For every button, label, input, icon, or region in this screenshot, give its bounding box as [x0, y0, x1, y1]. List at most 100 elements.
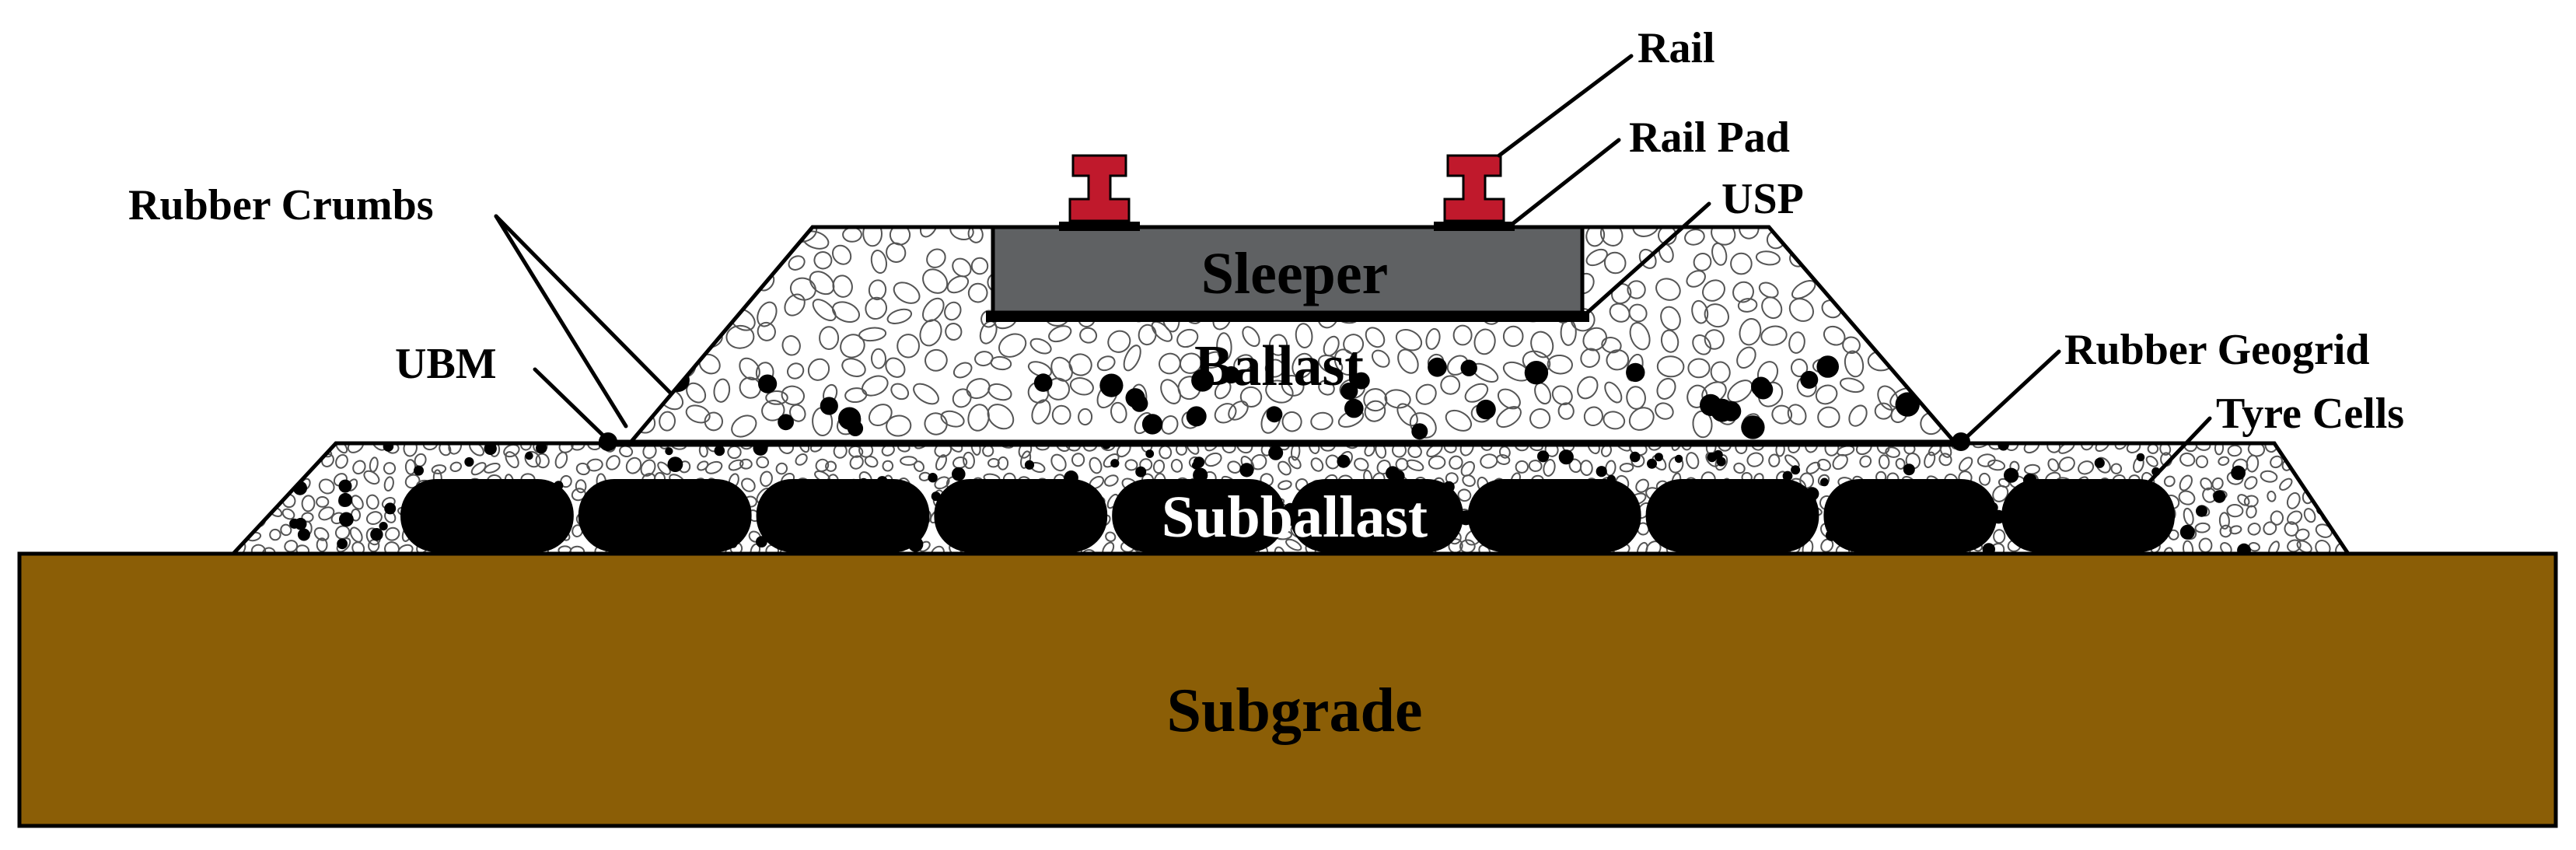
aggregate-particle	[1736, 346, 1756, 369]
aggregate-particle	[1817, 406, 1840, 428]
aggregate-particle	[1648, 443, 1663, 451]
tyre-cell	[578, 479, 752, 552]
aggregate-particle	[1151, 320, 1173, 342]
aggregate-particle	[1440, 375, 1461, 395]
aggregate-particle	[1790, 359, 1809, 377]
aggregate-particle	[1711, 242, 1728, 266]
component-labels: Rail Rail Pad USP Rubber Crumbs UBM Rubb…	[128, 24, 2404, 438]
ubm-label: UBM	[395, 340, 497, 388]
rubber-geogrid-leader	[1961, 349, 2061, 442]
aggregate-particle	[276, 443, 292, 453]
rubber-crumb	[758, 374, 778, 394]
aggregate-particle	[1585, 227, 1606, 247]
aggregate-particle	[1889, 227, 1914, 241]
aggregate-particle	[1103, 474, 1119, 487]
rubber-crumb	[1125, 388, 1145, 408]
aggregate-particle	[685, 404, 711, 424]
ballast-rubber-crumbs	[666, 355, 1931, 440]
aggregate-particle	[1629, 322, 1651, 351]
aggregate-particle	[2023, 443, 2040, 454]
subgrade-label: Subgrade	[1167, 677, 1423, 745]
aggregate-particle	[1805, 227, 1833, 244]
aggregate-particle	[831, 244, 852, 265]
rubber-crumb	[667, 456, 683, 472]
aggregate-particle	[503, 443, 520, 458]
rubber-crumb	[1820, 477, 1829, 487]
subgrade-block	[17, 551, 2558, 828]
tyre-cell	[2001, 479, 2175, 552]
aggregate-particle	[1815, 384, 1838, 405]
aggregate-particle	[347, 443, 365, 453]
aggregate-particle	[2047, 458, 2060, 472]
aggregate-particle	[1609, 303, 1631, 323]
aggregate-particle	[967, 282, 988, 303]
aggregate-particle	[2183, 540, 2194, 554]
aggregate-particle	[2219, 524, 2232, 538]
aggregate-particle	[283, 457, 296, 469]
aggregate-particle	[1557, 402, 1575, 420]
aggregate-particle	[1528, 460, 1543, 472]
aggregate-particle	[422, 443, 439, 451]
aggregate-particle	[318, 506, 335, 521]
rubber-crumb	[2213, 490, 2226, 503]
aggregate-particle	[575, 462, 591, 476]
aggregate-particle	[2114, 443, 2128, 450]
aggregate-particle	[1842, 336, 1861, 355]
rubber-crumb	[268, 456, 280, 468]
rubber-crumb	[1674, 454, 1683, 463]
aggregate-particle	[1892, 277, 1910, 296]
aggregate-particle	[886, 242, 907, 263]
aggregate-particle	[1603, 251, 1627, 275]
aggregate-particle	[970, 257, 989, 275]
aggregate-particle	[765, 227, 788, 241]
rubber-crumb	[1596, 466, 1607, 477]
aggregate-particle	[1497, 388, 1521, 410]
aggregate-particle	[653, 284, 671, 303]
aggregate-particle	[2286, 491, 2301, 509]
subballast-layer: Subballast	[229, 441, 2352, 556]
aggregate-particle	[1977, 453, 1996, 467]
rubber-crumb	[337, 538, 348, 550]
aggregate-particle	[586, 458, 603, 472]
aggregate-particle	[841, 358, 866, 377]
aggregate-particle	[2178, 490, 2196, 505]
rubber-geogrid-label: Rubber Geogrid	[2064, 326, 2370, 374]
aggregate-particle	[2246, 454, 2260, 473]
aggregate-particle	[656, 246, 681, 271]
rubber-crumb	[1352, 372, 1370, 390]
aggregate-particle	[789, 277, 816, 301]
aggregate-particle	[2227, 444, 2242, 457]
aggregate-particle	[1333, 348, 1358, 376]
rubber-crumb	[1476, 399, 1496, 420]
rubber-crumb	[2136, 453, 2145, 462]
rubber-crumb	[778, 414, 794, 431]
aggregate-particle	[1310, 457, 1324, 472]
ballast-label: Ballast	[1194, 334, 1364, 398]
aggregate-particle	[1228, 401, 1249, 421]
aggregate-particle	[870, 249, 887, 275]
aggregate-particle	[760, 470, 773, 488]
aggregate-particle	[1710, 361, 1731, 383]
aggregate-particle	[385, 526, 400, 541]
rubber-crumb	[1186, 406, 1207, 427]
aggregate-particle	[1921, 302, 1942, 324]
aggregate-particle	[365, 511, 383, 526]
aggregate-particle	[809, 271, 835, 296]
tyre-cell	[400, 479, 574, 552]
aggregate-particle	[885, 357, 906, 378]
aggregate-particle	[233, 472, 246, 486]
aggregate-particle	[795, 453, 808, 466]
rubber-crumb	[338, 479, 352, 493]
rubber-crumb	[1630, 451, 1641, 463]
aggregate-particle	[349, 526, 363, 543]
rubber-crumb	[1222, 366, 1240, 384]
aggregate-particle	[2268, 540, 2280, 554]
aggregate-particle	[1543, 459, 1556, 477]
aggregate-particle	[1606, 349, 1630, 371]
aggregate-particle	[318, 478, 335, 495]
aggregate-particle	[1987, 459, 2006, 471]
aggregate-particle	[1842, 227, 1860, 239]
rubber-crumb	[1782, 470, 1793, 481]
tyre-cell	[1112, 479, 1285, 552]
